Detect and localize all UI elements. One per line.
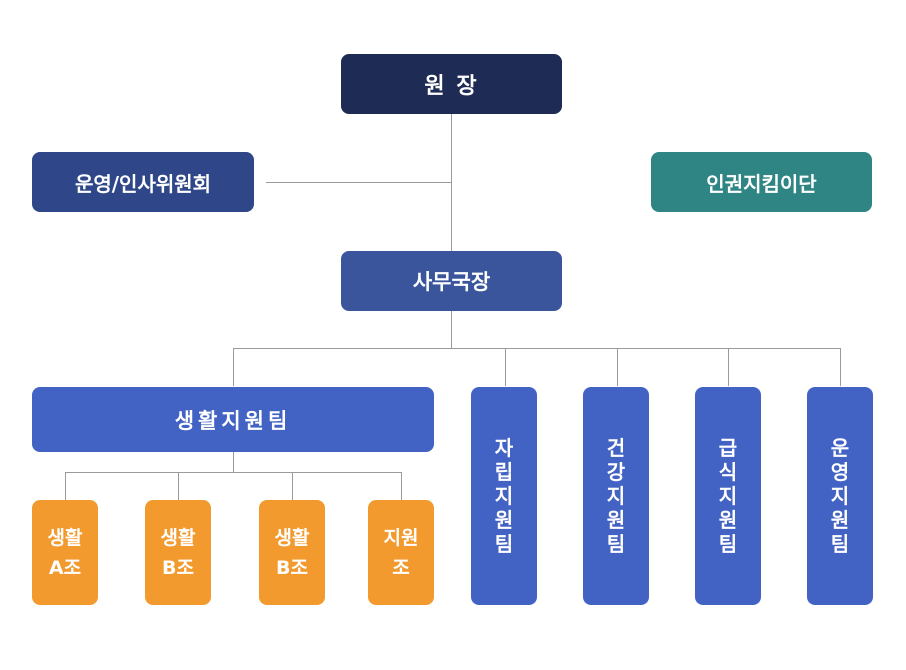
sub-group-support-box: 지원 조 xyxy=(368,500,434,605)
team-char: 원 xyxy=(830,508,850,532)
team-char: 지 xyxy=(718,484,738,508)
connector-sub-support-drop xyxy=(401,472,402,500)
sub-group-a-box: 생활 A조 xyxy=(32,500,98,605)
team-char: 자 xyxy=(494,436,514,460)
sub-group-b1-line2: B조 xyxy=(162,556,194,579)
health-support-team-box: 건 강 지 원 팀 xyxy=(583,387,649,605)
sub-group-b1-line1: 생활 xyxy=(160,526,196,549)
connector-sub-horizontal xyxy=(65,472,402,473)
team-char: 립 xyxy=(494,460,514,484)
sub-group-b2-line1: 생활 xyxy=(274,526,310,549)
secretary-box: 사무국장 xyxy=(341,251,562,311)
team-char: 팀 xyxy=(494,532,514,556)
team-char: 팀 xyxy=(606,532,626,556)
team-char: 영 xyxy=(830,460,850,484)
sub-group-b2-line2: B조 xyxy=(276,556,308,579)
independence-support-team-box: 자 립 지 원 팀 xyxy=(471,387,537,605)
meal-support-team-box: 급 식 지 원 팀 xyxy=(695,387,761,605)
team-char: 강 xyxy=(606,460,626,484)
team-char: 지 xyxy=(606,484,626,508)
team-char: 운 xyxy=(830,436,850,460)
team-char: 건 xyxy=(606,436,626,460)
connector-secretary-down xyxy=(451,311,452,349)
team-char: 원 xyxy=(494,508,514,532)
operations-support-team-box: 운 영 지 원 팀 xyxy=(807,387,873,605)
committee-box: 운영/인사위원회 xyxy=(32,152,254,212)
connector-committee xyxy=(266,182,452,183)
connector-team4-drop xyxy=(840,348,841,386)
connector-teams-horizontal xyxy=(233,348,840,349)
committee-label: 운영/인사위원회 xyxy=(74,171,212,196)
sub-group-b1-box: 생활 B조 xyxy=(145,500,211,605)
sub-group-a-line1: 생활 xyxy=(47,526,83,549)
sub-group-support-line1: 지원 xyxy=(383,526,419,549)
director-label: 원 장 xyxy=(424,74,479,99)
life-support-box: 생활지원팀 xyxy=(32,387,434,452)
connector-sub-b1-drop xyxy=(178,472,179,500)
secretary-label: 사무국장 xyxy=(412,270,491,294)
sub-group-b2-box: 생활 B조 xyxy=(259,500,325,605)
rights-team-box: 인권지킴이단 xyxy=(651,152,872,212)
rights-team-label: 인권지킴이단 xyxy=(706,171,817,196)
life-support-label: 생활지원팀 xyxy=(174,408,292,433)
team-char: 급 xyxy=(718,436,738,460)
connector-team2-drop xyxy=(617,348,618,386)
team-char: 원 xyxy=(718,508,738,532)
team-char: 팀 xyxy=(718,532,738,556)
team-char: 식 xyxy=(718,460,738,484)
sub-group-support-line2: 조 xyxy=(392,556,410,579)
director-box: 원 장 xyxy=(341,54,562,114)
connector-team3-drop xyxy=(728,348,729,386)
connector-sub-b2-drop xyxy=(292,472,293,500)
connector-team1-drop xyxy=(505,348,506,386)
connector-life-support-drop xyxy=(233,348,234,386)
connector-life-support-down xyxy=(233,452,234,473)
connector-sub-a-drop xyxy=(65,472,66,500)
team-char: 지 xyxy=(494,484,514,508)
sub-group-a-line2: A조 xyxy=(48,556,82,579)
team-char: 팀 xyxy=(830,532,850,556)
team-char: 원 xyxy=(606,508,626,532)
team-char: 지 xyxy=(830,484,850,508)
